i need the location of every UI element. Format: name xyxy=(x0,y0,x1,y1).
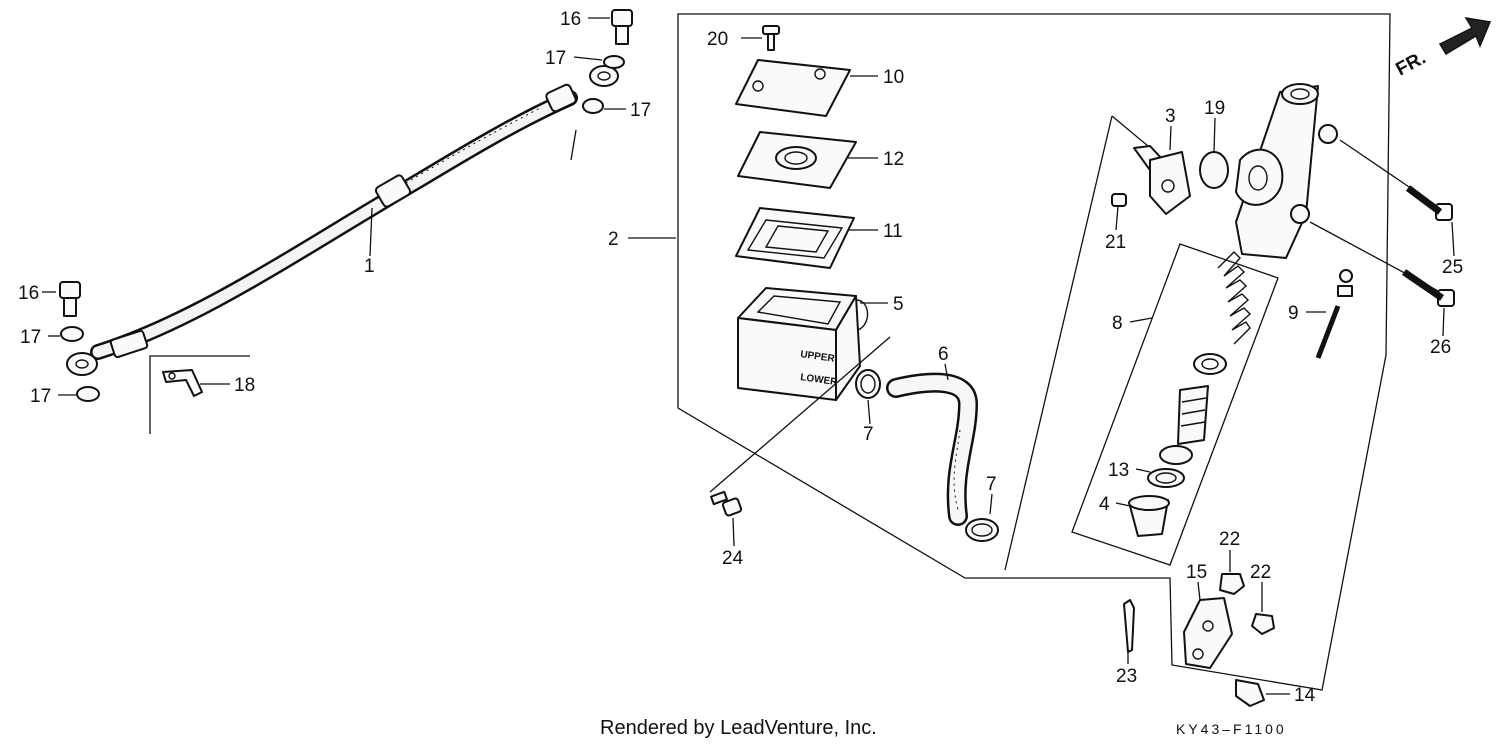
rod-nut-upper-icon[interactable] xyxy=(1219,573,1245,595)
assembly-outline xyxy=(677,13,1391,691)
callout-26: 26 xyxy=(1430,337,1451,358)
callout-18: 18 xyxy=(234,375,255,396)
callout-21: 21 xyxy=(1105,232,1126,253)
diagram-code: KY43–F1100 xyxy=(1176,721,1287,737)
callout-23: 23 xyxy=(1116,666,1137,687)
callout-2: 2 xyxy=(608,229,619,250)
callout-17-upper-b: 17 xyxy=(630,100,651,121)
push-rod-icon[interactable] xyxy=(1315,269,1353,359)
cotter-pin-icon[interactable] xyxy=(1123,599,1135,653)
callout-7-upper: 7 xyxy=(863,424,874,445)
reservoir-cap-icon[interactable] xyxy=(735,59,851,117)
callout-17-upper-a: 17 xyxy=(545,48,566,69)
reservoir-screw-icon[interactable] xyxy=(762,25,780,51)
svg-text:UPPER: UPPER xyxy=(800,349,836,365)
callout-16-lower: 16 xyxy=(18,283,39,304)
pedal-joint-icon[interactable] xyxy=(1183,597,1233,669)
cylinder-bolt-upper-icon[interactable] xyxy=(1339,139,1453,221)
callout-4: 4 xyxy=(1099,494,1110,515)
callout-16-upper: 16 xyxy=(560,9,581,30)
callout-5: 5 xyxy=(893,294,904,315)
reservoir-diaphragm-icon[interactable] xyxy=(735,207,855,269)
sealing-washer-upper-b-icon[interactable] xyxy=(582,98,604,114)
svg-text:FR.: FR. xyxy=(1392,48,1429,81)
piston-spring-icon[interactable] xyxy=(1217,251,1252,345)
joint-pin-icon[interactable] xyxy=(1235,679,1265,707)
hose-clamp-icon[interactable] xyxy=(162,369,203,397)
reservoir-hose-icon[interactable] xyxy=(886,372,979,526)
brake-hose[interactable] xyxy=(66,65,619,376)
banjo-bolt-lower-icon[interactable] xyxy=(59,281,81,317)
front-direction-label: FR. xyxy=(1392,48,1429,81)
callout-1: 1 xyxy=(364,256,375,277)
master-cylinder-body-icon[interactable] xyxy=(1235,83,1338,259)
joint-screw-icon[interactable] xyxy=(1111,193,1127,207)
sealing-washer-upper-a-icon[interactable] xyxy=(603,55,625,69)
callout-8: 8 xyxy=(1112,313,1123,334)
cylinder-bolt-lower-icon[interactable] xyxy=(1309,221,1455,307)
callout-17-lower-a: 17 xyxy=(20,327,41,348)
callout-20: 20 xyxy=(707,29,728,50)
piston-washer-icon[interactable] xyxy=(1159,445,1193,465)
hose-joint-icon[interactable] xyxy=(1133,145,1191,215)
callout-11: 11 xyxy=(883,221,903,242)
callout-19: 19 xyxy=(1204,98,1225,119)
sealing-washer-lower-a-icon[interactable] xyxy=(60,326,84,342)
callout-14: 14 xyxy=(1294,685,1316,706)
footer-credit: Rendered by LeadVenture, Inc. xyxy=(600,717,877,739)
reservoir-bolt-icon[interactable] xyxy=(710,490,743,517)
callout-12: 12 xyxy=(883,149,904,170)
callout-9: 9 xyxy=(1288,303,1299,324)
callout-6: 6 xyxy=(938,344,949,365)
callout-22-lower: 22 xyxy=(1250,562,1271,583)
fluid-reservoir-icon[interactable]: UPPER LOWER xyxy=(737,287,869,401)
banjo-bolt-upper-icon[interactable] xyxy=(611,9,633,45)
reservoir-plate-icon[interactable] xyxy=(737,131,857,189)
svg-text:LOWER: LOWER xyxy=(800,372,839,388)
hose-clip-upper-icon[interactable] xyxy=(855,369,881,399)
push-rod-boot-icon[interactable] xyxy=(1128,495,1170,537)
piston-icon[interactable] xyxy=(1177,385,1209,445)
piston-cup-icon[interactable] xyxy=(1193,353,1227,375)
callout-10: 10 xyxy=(883,67,904,88)
callout-17-lower-b: 17 xyxy=(30,386,51,407)
callout-24: 24 xyxy=(722,548,744,569)
callout-13: 13 xyxy=(1108,460,1129,481)
leader-lines xyxy=(42,17,1455,695)
callout-15: 15 xyxy=(1186,562,1207,583)
callout-7-lower: 7 xyxy=(986,474,997,495)
rod-nut-lower-icon[interactable] xyxy=(1251,613,1275,635)
stamp-upper: UPPER xyxy=(800,349,836,365)
front-direction-arrow-icon: FR. xyxy=(1392,16,1492,81)
hose-clip-lower-icon[interactable] xyxy=(965,518,999,542)
sealing-washer-lower-b-icon[interactable] xyxy=(76,386,100,402)
o-ring-icon[interactable] xyxy=(1199,151,1229,189)
circlip-icon[interactable] xyxy=(1147,468,1185,488)
callout-25: 25 xyxy=(1442,257,1463,278)
callout-22-upper: 22 xyxy=(1219,529,1240,550)
stamp-lower: LOWER xyxy=(800,372,839,388)
callout-3: 3 xyxy=(1165,106,1176,127)
callout-labels: 16 17 17 20 10 12 11 2 5 1 16 17 17 18 6… xyxy=(18,9,1463,706)
